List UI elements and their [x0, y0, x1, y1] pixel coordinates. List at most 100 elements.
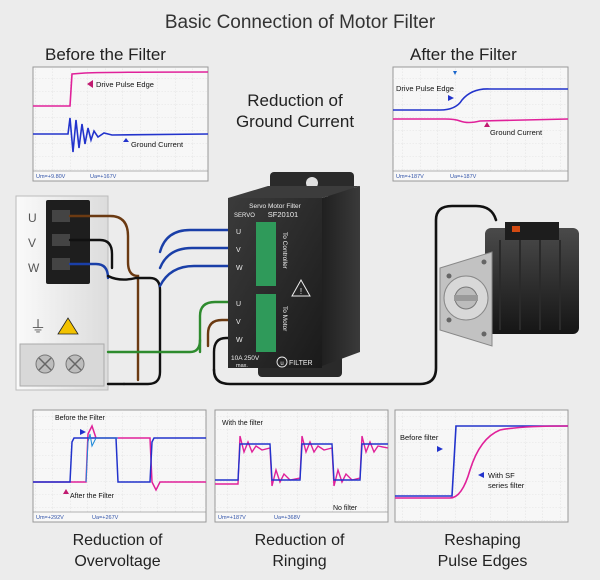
- scope-ringing-with-label: With the filter: [222, 420, 264, 427]
- filter-term-v-in: V: [236, 247, 241, 254]
- filter-input-terminal-block: [256, 222, 276, 286]
- drive-slot-v: [52, 234, 70, 246]
- scope-overvoltage-blue: [33, 437, 206, 483]
- after-filter-heading: After the Filter: [410, 45, 517, 64]
- ground-current-label-line2: Ground Current: [235, 112, 355, 131]
- drive-ground-icon: ⏚: [30, 317, 46, 336]
- filter-term-u-out: U: [236, 301, 241, 308]
- before-filter-heading: Before the Filter: [45, 45, 166, 64]
- scope-after-trigger-icon: [453, 71, 457, 75]
- scope-before-filter: Drive Pulse Edge Ground Current Um=+9.80…: [32, 66, 209, 182]
- filter-output-terminal-block: [256, 294, 276, 352]
- pulse-edges-label: Reshaping Pulse Edges: [395, 530, 570, 572]
- pulse-edges-label-line1: Reshaping: [444, 532, 521, 549]
- scope-overvoltage-footer-right: Ua=+267V: [92, 515, 119, 521]
- filter-model: SF20101: [268, 210, 298, 219]
- drive-terminal-block: [19, 343, 105, 387]
- scope-pulse-grid: [395, 410, 568, 522]
- scope-ringing-footer-right: Ua=+368V: [274, 515, 301, 521]
- pulse-edges-label-line2: Pulse Edges: [437, 553, 528, 570]
- ringing-label-line1: Reduction of: [254, 532, 345, 549]
- servo-motor: [439, 222, 579, 347]
- filter-warning-icon: [291, 278, 311, 297]
- wire-u-drive: [68, 214, 140, 382]
- scope-overvoltage-footer-left: Um=+292V: [36, 515, 64, 521]
- wire-filter-v-out: [206, 318, 264, 348]
- scope-after-pink-trace: [393, 118, 569, 124]
- ground-current-label: Reduction of Ground Current: [215, 90, 375, 132]
- scope-after-blue-trace: [393, 88, 568, 111]
- filter-servo-label: SERVO: [234, 213, 255, 219]
- servo-drive: U V W ⏚: [15, 195, 109, 391]
- filter-side: [322, 186, 360, 366]
- filter-brand: FILTER: [289, 360, 313, 367]
- filter-warning-mark: !: [300, 287, 302, 296]
- scope-ringing-blue: [215, 443, 388, 481]
- drive-slot-w: [52, 258, 70, 270]
- filter-rating-max: max.: [236, 363, 248, 369]
- motor-filter-unit: Servo Motor Filter SF20101 SERVO U V W U…: [228, 172, 360, 377]
- filter-to-controller: To Controller: [281, 232, 288, 270]
- ringing-label-line2: Ringing: [272, 553, 327, 570]
- drive-screw-1-cross: [38, 357, 52, 371]
- scope-overvoltage-cyan: [85, 433, 118, 483]
- scope-pulse-with-arrow-icon: [478, 472, 484, 478]
- filter-term-w-in: W: [236, 265, 243, 272]
- filter-brand-mark: u: [280, 361, 283, 367]
- wire-ground: [106, 338, 202, 354]
- drive-phase-w: W: [28, 261, 40, 275]
- filter-brand-logo-icon: [276, 356, 288, 368]
- scope-after-filter: Drive Pulse Edge Ground Current Um=+187V…: [392, 66, 569, 182]
- drive-phase-v: V: [28, 236, 36, 250]
- scope-before-ground-label: Ground Current: [131, 140, 184, 149]
- scope-after-drive-label: Drive Pulse Edge: [396, 84, 454, 93]
- overvoltage-label-line1: Reduction of: [72, 532, 163, 549]
- scope-before-drive-label: Drive Pulse Edge: [96, 80, 154, 89]
- ground-current-arrow-icon: [123, 138, 129, 142]
- scope-before-grid: [33, 67, 208, 171]
- filter-term-v-out: V: [236, 319, 241, 326]
- ground-current-label-line1: Reduction of: [247, 91, 343, 110]
- filter-top: [228, 186, 360, 198]
- scope-ringing-no-label: No filter: [333, 505, 358, 512]
- filter-title: Servo Motor Filter: [249, 203, 301, 210]
- scope-before-footer-left: Um=+9.80V: [36, 174, 66, 180]
- motor-bolt-1-icon: [446, 273, 452, 279]
- drive-screw-2-cross: [68, 357, 82, 371]
- wiring: [68, 204, 498, 386]
- wire-filter-u-out: [198, 300, 264, 354]
- scope-overvoltage-after-label: After the Filter: [70, 493, 115, 500]
- motor-connector-led: [512, 226, 520, 232]
- scope-pulse-pink: [395, 425, 569, 499]
- wire-loop: [106, 274, 162, 386]
- scope-pulse-blue: [395, 425, 568, 497]
- filter-term-u-in: U: [236, 229, 241, 236]
- scope-overvoltage-before-label: Before the Filter: [55, 415, 105, 422]
- filter-to-motor: To Motor: [281, 306, 288, 332]
- drive-slot-u: [52, 210, 70, 222]
- motor-fins: [499, 240, 561, 330]
- wire-filter-w-in: [158, 264, 264, 288]
- motor-bolt-3-icon: [481, 259, 487, 265]
- filter-rating: 10A 250V: [231, 355, 260, 362]
- scope-after-drive-arrow-icon: [448, 95, 454, 101]
- scope-after-footer-right: Ua=+187V: [450, 174, 477, 180]
- scope-overvoltage-grid: [33, 410, 206, 512]
- motor-body: [485, 228, 579, 334]
- diagram-title: Basic Connection of Motor Filter: [164, 12, 436, 33]
- scope-overvoltage-after-arrow-icon: [63, 489, 69, 494]
- wire-filter-u-in: [158, 228, 264, 254]
- scope-before-pink-trace: [33, 71, 209, 107]
- scope-pulse-before-label: Before filter: [400, 433, 439, 442]
- scope-before-blue-trace: [33, 117, 209, 153]
- drive-warning-icon: [57, 317, 79, 335]
- motor-bolt-4-icon: [481, 331, 487, 337]
- overvoltage-label: Reduction of Overvoltage: [30, 530, 205, 572]
- drive-phase-u: U: [28, 211, 37, 225]
- drive-edge-arrow-icon: [87, 80, 93, 88]
- ringing-label: Reduction of Ringing: [212, 530, 387, 572]
- wire-filter-w-out: [212, 336, 264, 372]
- wire-filter-v-in: [158, 246, 264, 270]
